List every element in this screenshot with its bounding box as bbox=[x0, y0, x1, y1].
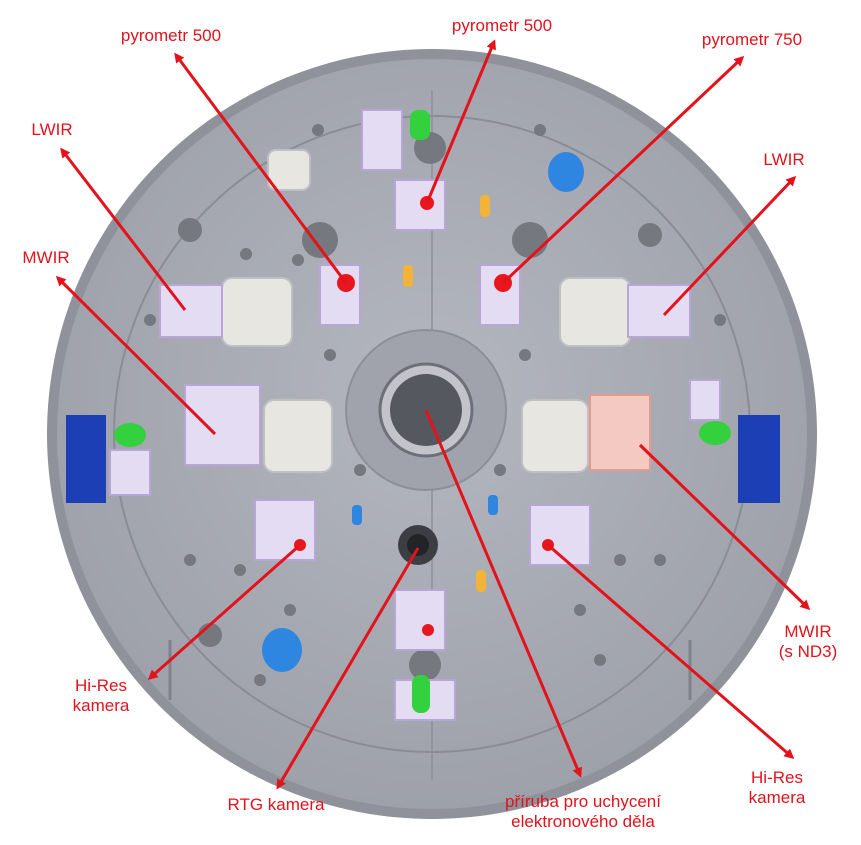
label-mwir-right-line1: MWIR bbox=[784, 622, 832, 641]
arrow-flange bbox=[424, 409, 582, 778]
arrow-rtg bbox=[276, 547, 420, 790]
arrow-lwir-left bbox=[60, 147, 187, 311]
arrow-pyrometr-500-left bbox=[174, 52, 348, 284]
label-hires-right-line1: Hi-Res bbox=[751, 768, 803, 787]
arrow-mwir-left bbox=[55, 275, 217, 436]
label-mwir-right-line2: (s ND3) bbox=[778, 642, 838, 661]
label-flange: příruba pro uchycení elektronového děla bbox=[505, 792, 661, 832]
label-lwir-right: LWIR bbox=[763, 150, 805, 169]
label-mwir-right: MWIR (s ND3) bbox=[779, 622, 838, 662]
label-flange-line2: elektronového děla bbox=[511, 812, 655, 831]
label-pyrometr-500-left: pyrometr 500 bbox=[120, 26, 222, 45]
label-flange-line1: příruba pro uchycení bbox=[505, 792, 661, 811]
label-pyrometr-750: pyrometr 750 bbox=[701, 30, 803, 49]
rtg-camera-port bbox=[398, 525, 438, 565]
label-hires-left-line1: Hi-Res bbox=[75, 676, 127, 695]
label-lwir-left: LWIR bbox=[31, 120, 73, 139]
label-hires-left-line2: kamera bbox=[72, 696, 130, 715]
mount-frames bbox=[109, 109, 721, 721]
label-pyrometr-500-center: pyrometr 500 bbox=[451, 16, 553, 35]
left-side-block bbox=[66, 415, 106, 503]
label-hires-left: Hi-Res kamera bbox=[73, 676, 130, 716]
label-hires-right: Hi-Res kamera bbox=[749, 768, 806, 808]
mwir-nd3-frame bbox=[589, 394, 651, 471]
arrow-mwir-right bbox=[638, 443, 811, 611]
sensor-parts bbox=[114, 110, 731, 713]
camera-housings bbox=[221, 149, 631, 473]
arrow-hires-right bbox=[547, 543, 795, 759]
right-side-block bbox=[738, 415, 780, 503]
label-hires-right-line2: kamera bbox=[748, 788, 806, 807]
arrow-pyrometr-750 bbox=[501, 55, 745, 285]
label-rtg-kamera: RTG kamera bbox=[227, 795, 325, 814]
label-mwir-left: MWIR bbox=[22, 248, 70, 267]
arrow-lwir-right bbox=[662, 175, 797, 317]
arrow-hires-left bbox=[147, 543, 301, 680]
arrow-pyrometr-500-center bbox=[425, 39, 496, 204]
annotation-arrows bbox=[55, 39, 811, 790]
